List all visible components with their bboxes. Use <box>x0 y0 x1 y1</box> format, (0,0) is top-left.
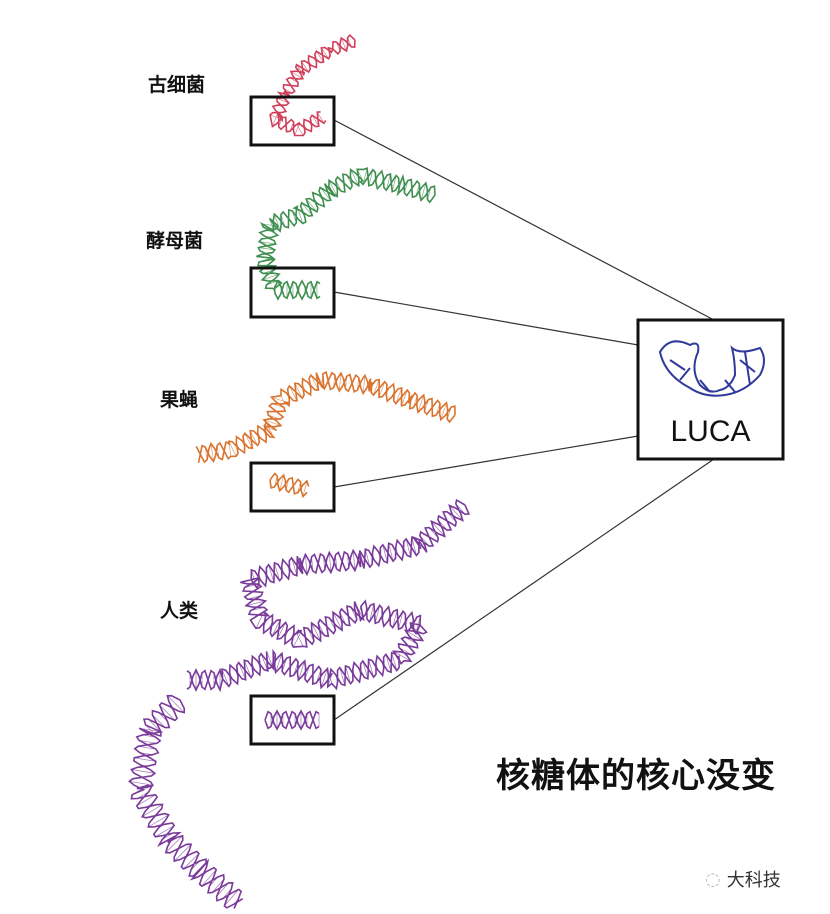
connector-yeast <box>333 291 639 346</box>
wechat-icon: ◌ <box>705 868 721 890</box>
connector-human <box>333 458 715 721</box>
core-box-yeast <box>249 266 336 319</box>
core-box-fly <box>249 461 336 513</box>
label-archaea: 古细菌 <box>148 74 206 96</box>
human-rrna-rungs <box>189 503 466 690</box>
luca-box <box>636 318 785 461</box>
connector-archaea <box>333 119 715 321</box>
fly-rrna <box>195 371 456 464</box>
human-core <box>264 709 320 731</box>
yeast-rrna <box>256 167 436 301</box>
connector-fly <box>333 435 639 488</box>
fly-core <box>269 472 310 499</box>
yeast-rrna-rungs <box>258 168 432 299</box>
core-box-archaea <box>249 95 336 147</box>
label-fly: 果蝇 <box>160 389 199 411</box>
archaea-rrna <box>269 33 356 137</box>
human-tail <box>128 694 244 909</box>
label-human: 人类 <box>160 600 199 622</box>
label-yeast: 酵母菌 <box>146 230 204 252</box>
fly-rrna-rungs <box>204 372 452 462</box>
human-rrna <box>186 498 471 693</box>
core-box-human <box>249 694 336 746</box>
watermark-text: 大科技 <box>726 870 781 891</box>
watermark: ◌ 大科技 <box>705 866 781 892</box>
luca-label: LUCA <box>670 415 751 448</box>
caption-title: 核糖体的核心没变 <box>496 756 776 796</box>
human-tail-rungs <box>129 695 240 907</box>
luca-core-structure <box>658 340 765 397</box>
